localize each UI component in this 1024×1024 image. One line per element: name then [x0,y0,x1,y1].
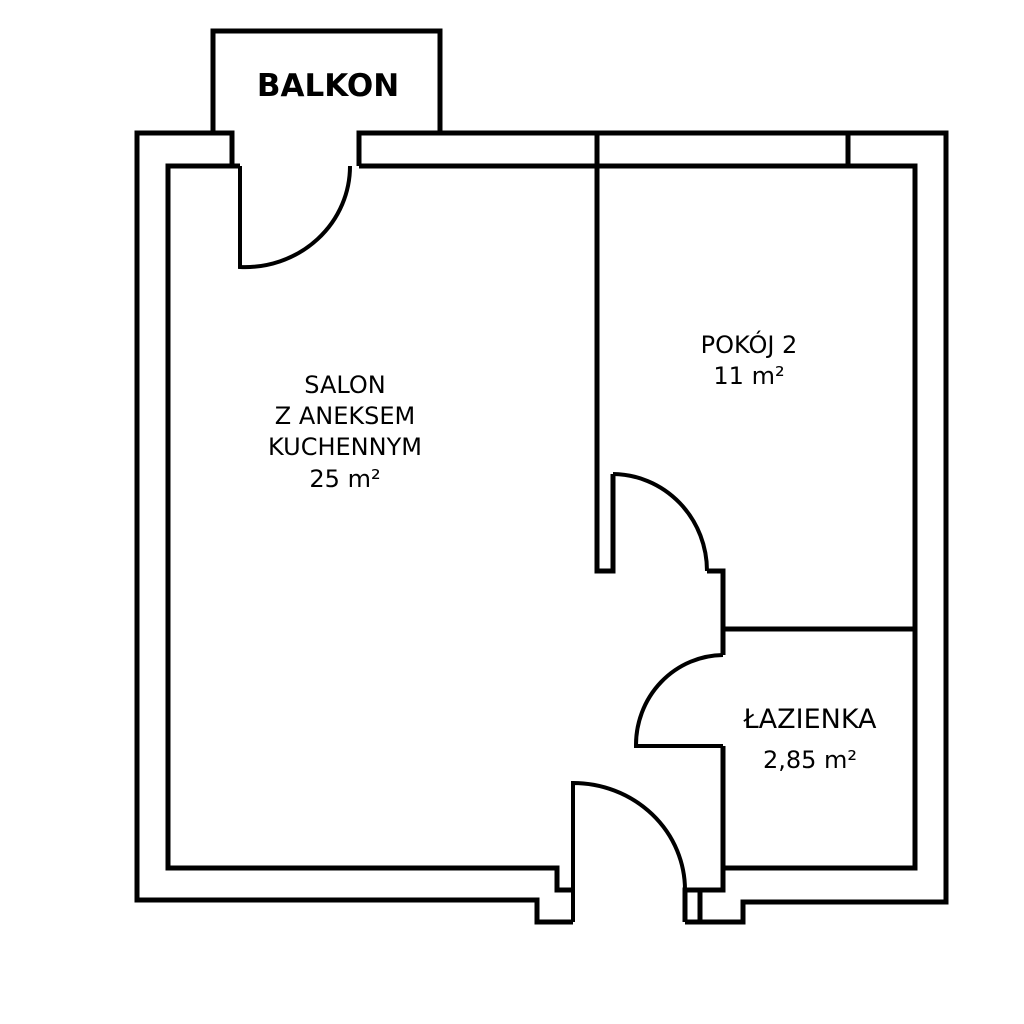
balkon-label: BALKON [256,68,400,104]
room2-door[interactable] [612,472,709,572]
pokoj2-name: POKÓJ 2 [700,331,798,359]
salon-label: SALON Z ANEKSEM KUCHENNYM 25 m² [268,370,422,495]
inner-wall [165,163,918,893]
balcony-outline [210,28,443,133]
partition-wall [594,133,616,574]
pokoj2-area: 11 m² [713,362,785,391]
outer-wall [134,130,949,925]
salon-name-line3: KUCHENNYM [268,433,422,462]
salon-name-line1: SALON [304,371,386,399]
lazienka-label: ŁAZIENKA 2,85 m² [743,702,876,776]
salon-name-line2: Z ANEKSEM [274,402,416,431]
pokoj2-label: POKÓJ 2 11 m² [701,330,798,392]
bathroom-left-wall [682,568,726,922]
entrance-door[interactable] [571,780,687,922]
balcony-door[interactable] [238,165,353,270]
lazienka-name: ŁAZIENKA [743,704,877,735]
salon-area: 25 m² [309,464,381,493]
lazienka-area: 2,85 m² [762,746,858,775]
bathroom-door[interactable] [633,653,724,748]
